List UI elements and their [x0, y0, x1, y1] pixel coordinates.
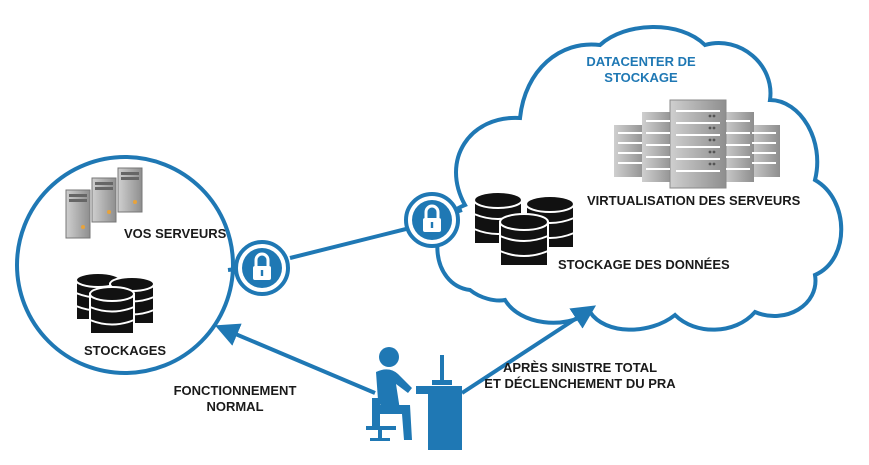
person-at-desk-icon [366, 347, 462, 450]
label-local-servers: VOS SERVEURS [124, 226, 227, 241]
server-tower-icon [65, 189, 91, 239]
datacenter-title: DATACENTER DE STOCKAGE [566, 54, 716, 86]
server-tower-icon [91, 177, 117, 223]
label-local-storage: STOCKAGES [84, 343, 167, 358]
server-tower-icon [117, 167, 143, 213]
label-disaster-line2: ET DÉCLENCHEMENT DU PRA [484, 376, 676, 391]
link-lock-lock [289, 226, 411, 260]
padlock-icon [234, 240, 290, 296]
arrow-normal [214, 323, 376, 395]
datacenter-title-line2: STOCKAGE [604, 70, 678, 85]
label-data-storage: STOCKAGE DES DONNÉES [558, 257, 730, 272]
database-stack-icon [89, 286, 135, 335]
label-virtualization: VIRTUALISATION DES SERVEURS [587, 193, 801, 208]
datacenter-title-line1: DATACENTER DE [586, 54, 696, 69]
padlock-icon [404, 192, 460, 248]
server-rack-icon [614, 99, 780, 189]
label-normal-line2: NORMAL [206, 399, 264, 414]
label-normal-operation: FONCTIONNEMENT NORMAL [160, 383, 310, 415]
label-disaster-line1: APRÈS SINISTRE TOTAL [502, 360, 658, 375]
arrow-disaster [460, 305, 597, 395]
label-disaster-recovery: APRÈS SINISTRE TOTAL ET DÉCLENCHEMENT DU… [480, 360, 680, 392]
database-stack-icon [499, 213, 549, 267]
label-normal-line1: FONCTIONNEMENT [173, 383, 297, 398]
